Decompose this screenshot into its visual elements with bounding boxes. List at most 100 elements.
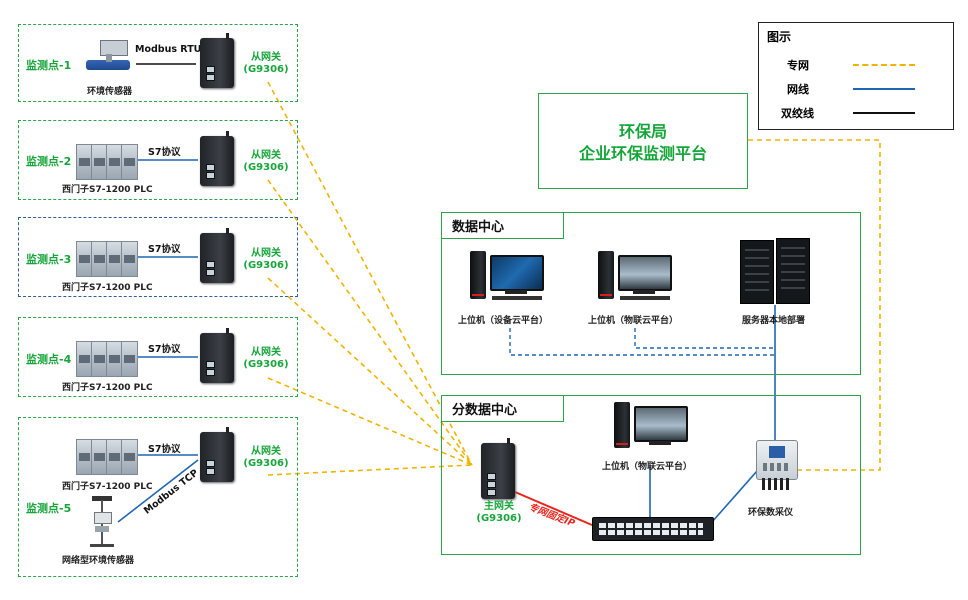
private-net-line-2 — [267, 179, 473, 466]
main-gateway — [481, 438, 515, 499]
pc1-label: 上位机（设备云平台） — [458, 316, 549, 326]
site-5-device: 西门子S7-1200 PLC — [62, 482, 153, 492]
pc1-tower — [470, 251, 486, 299]
site-4-device: 西门子S7-1200 PLC — [62, 383, 153, 393]
plc-device — [76, 144, 138, 180]
platform-title-line2: 企业环保监测平台 — [578, 144, 707, 163]
pc2-monitor — [618, 255, 672, 291]
gateway-model: (G9306) — [243, 359, 289, 370]
dc-dashed-line-1 — [509, 328, 775, 356]
gateway-model: (G9306) — [243, 162, 289, 173]
private-net-line-1 — [267, 81, 473, 466]
site-4-label: 监测点-4 — [26, 353, 72, 366]
main-gateway-label: 主网关 (G9306) — [476, 501, 522, 525]
dc-dashed-line-2 — [634, 328, 775, 349]
site-2-protocol: S7协议 — [148, 147, 181, 158]
legend: 图示 专网 网线 双绞线 — [758, 22, 954, 130]
platform-box: 环保局 企业环保监测平台 — [538, 93, 748, 189]
site-5-protocol: S7协议 — [148, 444, 181, 455]
server-rack-1 — [740, 240, 774, 304]
sub-pc-tower — [614, 402, 630, 448]
pc2-keyboard — [620, 296, 670, 300]
site-5-device2: 网络型环境传感器 — [62, 556, 135, 566]
site-4-gateway-label: 从网关 (G9306) — [242, 347, 290, 371]
gateway-model: (G9306) — [243, 458, 289, 469]
site-1-protocol: Modbus RTU — [135, 44, 202, 55]
plc-device — [76, 341, 138, 377]
plc-device — [76, 241, 138, 277]
pc1-stand — [505, 290, 527, 294]
site-3-protocol: S7协议 — [148, 244, 181, 255]
data-center-box: 数据中心 — [441, 212, 861, 375]
pc2-label: 上位机（物联云平台） — [588, 316, 679, 326]
legend-title: 图示 — [767, 30, 792, 44]
gateway-model: (G9306) — [243, 260, 289, 271]
collector-label: 环保数采仪 — [748, 508, 794, 518]
site-2-gateway — [200, 131, 234, 186]
server-rack-2 — [776, 238, 810, 304]
legend-item-private-net: 专网 — [787, 57, 937, 73]
pc2-stand — [633, 290, 655, 294]
private-net-line-4 — [267, 377, 473, 466]
site-1-device: 环境传感器 — [87, 87, 133, 97]
site-3-box — [18, 217, 298, 297]
site-4-protocol: S7协议 — [148, 344, 181, 355]
server-label: 服务器本地部署 — [742, 316, 806, 326]
legend-swatch-black — [853, 112, 915, 114]
private-net-line-5 — [267, 464, 473, 476]
sub-pc-label: 上位机（物联云平台） — [602, 462, 693, 472]
gateway-model: (G9306) — [243, 64, 289, 75]
pc1-monitor — [490, 255, 544, 291]
pc2-tower — [598, 251, 614, 299]
gateway-name: 从网关 — [251, 446, 281, 457]
legend-label: 双绞线 — [781, 107, 814, 120]
env-data-collector — [756, 440, 798, 480]
sub-center-box: 分数据中心 — [441, 395, 861, 555]
network-switch — [592, 517, 714, 541]
sub-pc-stand — [649, 441, 671, 445]
sub-center-title: 分数据中心 — [442, 396, 564, 422]
gateway-name: 从网关 — [251, 347, 281, 358]
site-1-box — [18, 24, 298, 102]
site-5-label: 监测点-5 — [26, 502, 72, 515]
site-1-gateway-label: 从网关 (G9306) — [242, 52, 290, 76]
site-3-gateway-label: 从网关 (G9306) — [242, 248, 290, 272]
site-2-label: 监测点-2 — [26, 155, 72, 168]
private-net-line-platform — [748, 139, 881, 471]
main-gateway-model: (G9306) — [476, 513, 522, 524]
gateway-name: 从网关 — [251, 52, 281, 63]
site-4-box — [18, 317, 298, 397]
site-4-gateway — [200, 328, 234, 383]
sub-pc-monitor — [634, 406, 688, 442]
private-net-line-3 — [267, 277, 473, 466]
legend-label: 专网 — [787, 59, 809, 72]
site-5-gateway-label: 从网关 (G9306) — [242, 446, 290, 470]
site-1-gateway — [200, 33, 234, 88]
legend-swatch-blue — [853, 88, 915, 90]
site-2-gateway-label: 从网关 (G9306) — [242, 150, 290, 174]
pc1-keyboard — [492, 296, 542, 300]
gateway-name: 从网关 — [251, 248, 281, 259]
net-line-site5-tcp — [117, 459, 199, 523]
gateway-name: 从网关 — [251, 150, 281, 161]
legend-item-network-cable: 网线 — [787, 81, 937, 97]
fixed-ip-line — [514, 491, 593, 526]
env-sensor — [86, 40, 130, 78]
site-5-box — [18, 417, 298, 577]
site-1-label: 监测点-1 — [26, 59, 72, 72]
platform-title-line1: 环保局 — [618, 122, 667, 141]
plc-device — [76, 439, 138, 475]
site-3-device: 西门子S7-1200 PLC — [62, 283, 153, 293]
main-gateway-name: 主网关 — [484, 501, 514, 512]
site-3-label: 监测点-3 — [26, 253, 72, 266]
site-5-gateway — [200, 427, 234, 482]
network-env-sensor — [90, 496, 114, 548]
data-center-title: 数据中心 — [442, 213, 564, 239]
legend-item-twisted-pair: 双绞线 — [781, 105, 941, 121]
site-2-device: 西门子S7-1200 PLC — [62, 185, 153, 195]
site-3-gateway — [200, 228, 234, 283]
site-2-box — [18, 120, 298, 200]
collector-cables — [762, 478, 790, 490]
legend-swatch-dashed — [853, 64, 915, 66]
